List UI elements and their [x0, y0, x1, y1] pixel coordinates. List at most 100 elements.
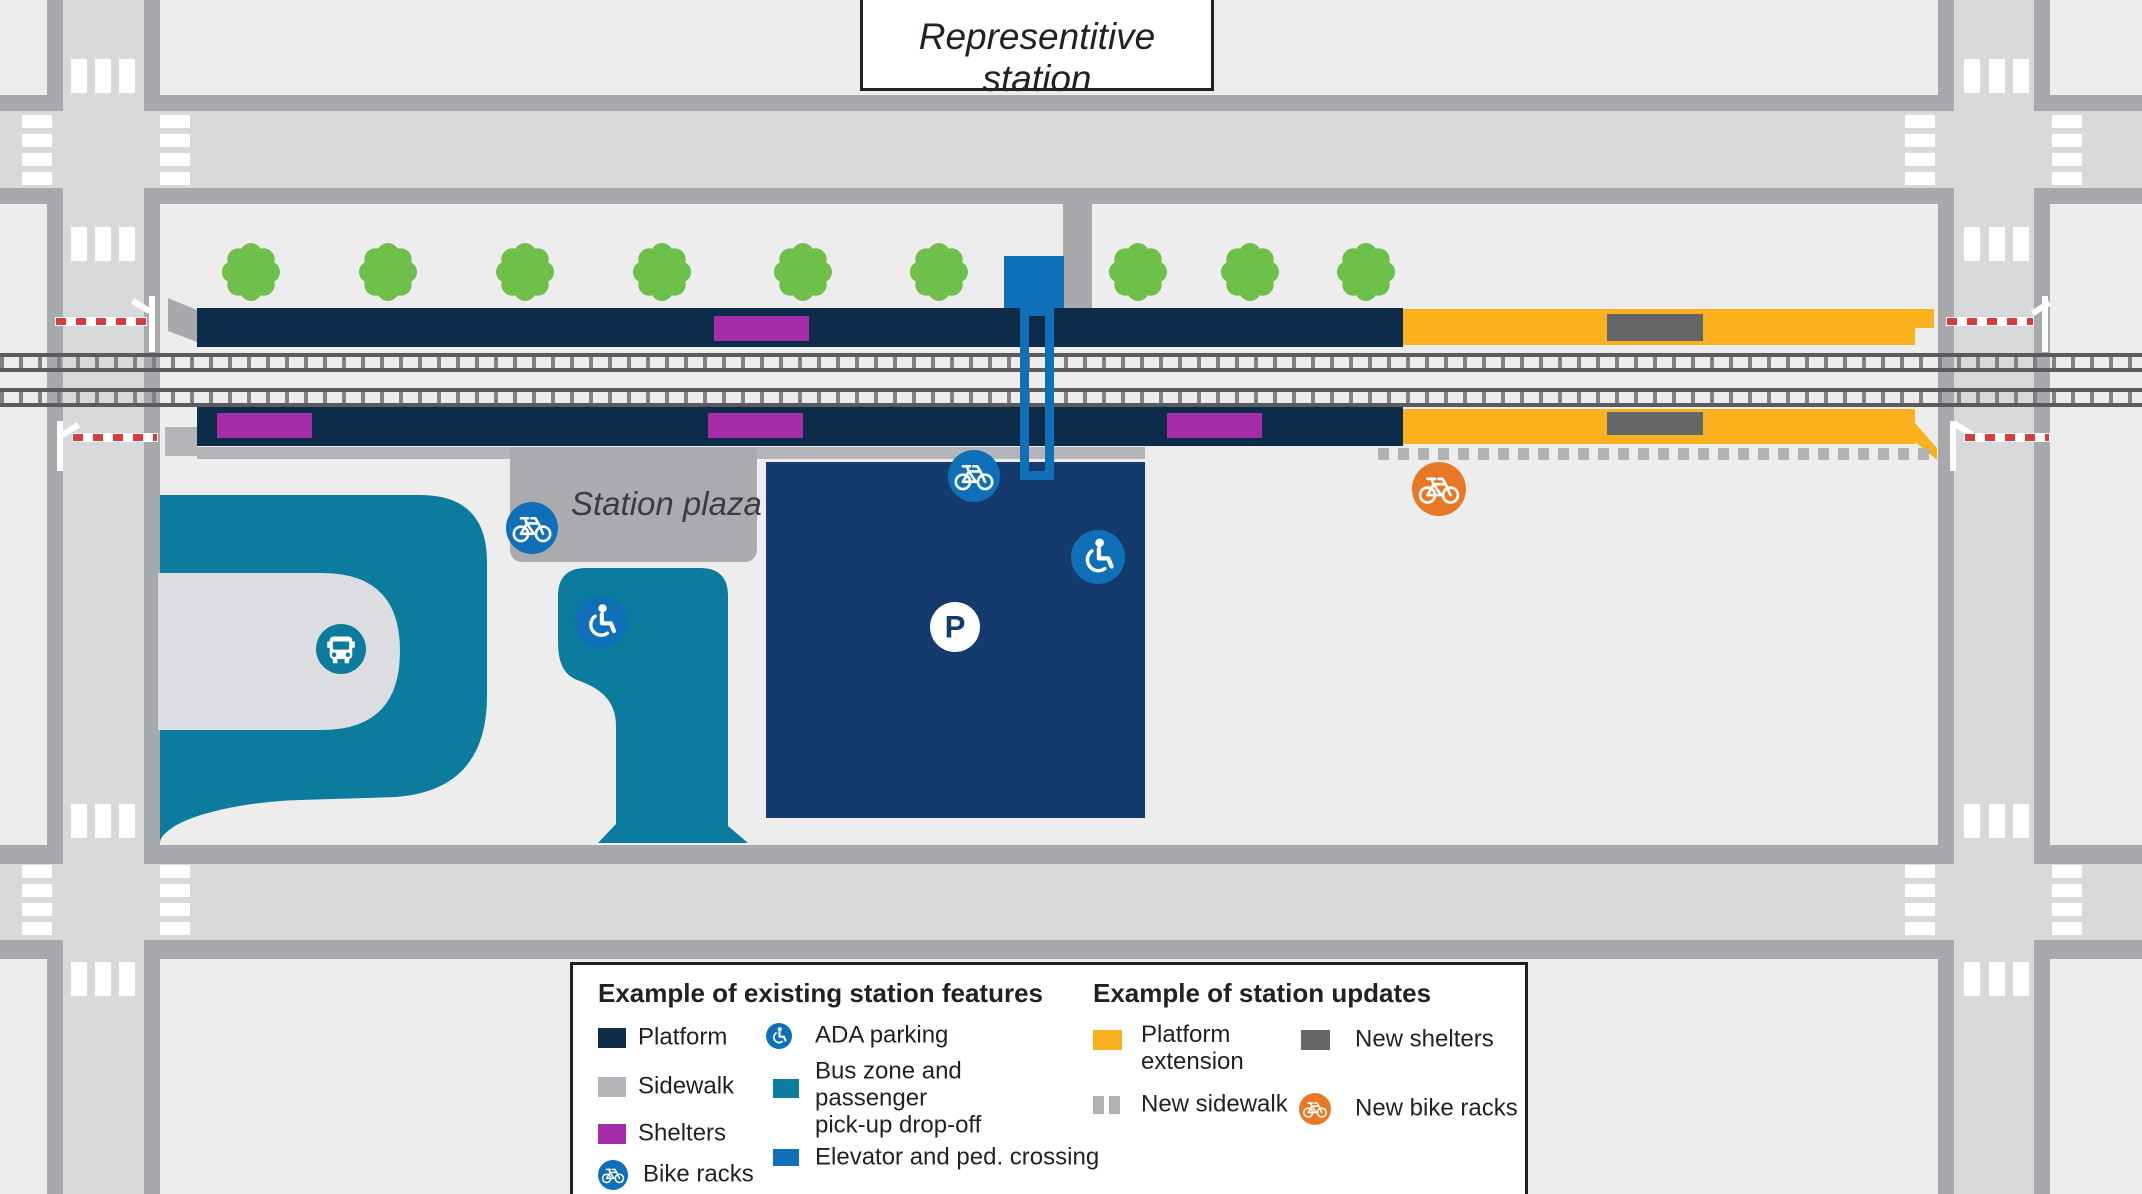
legend-item-label: New shelters	[1355, 1025, 1494, 1053]
tree-icon	[359, 243, 417, 301]
crosswalk-bar	[2052, 172, 2082, 185]
crosswalk-bar	[160, 903, 190, 916]
crosswalk-bar	[2052, 153, 2082, 166]
crosswalk-bar	[2013, 227, 2029, 261]
crosswalk-bar	[95, 59, 111, 93]
legend-swatch	[598, 1028, 626, 1048]
legend-swatch	[773, 1149, 799, 1166]
crosswalk-bar	[71, 227, 87, 261]
crosswalk-bar	[1964, 962, 1980, 996]
legend-swatch	[598, 1124, 626, 1144]
crosswalk-bar	[160, 922, 190, 935]
sidewalk-ramp	[168, 298, 197, 342]
legend-swatch	[1301, 1030, 1330, 1050]
crosswalk-bar	[160, 865, 190, 878]
road-edge	[2034, 959, 2050, 1194]
new-bike-racks-icon	[1299, 1093, 1331, 1125]
crosswalk-bar	[2013, 962, 2029, 996]
railroad-track-south	[0, 388, 2142, 407]
crosswalk-bar	[1964, 227, 1980, 261]
crosswalk-bar	[1905, 134, 1935, 147]
tree-icon	[496, 243, 554, 301]
road-edge	[144, 95, 1954, 111]
legend-item-label: Platform	[638, 1023, 728, 1051]
crosswalk-bar	[1964, 804, 1980, 838]
road-edge	[2034, 0, 2050, 95]
crosswalk-bar	[1989, 59, 2005, 93]
legend-item-label: Shelters	[638, 1119, 727, 1147]
map-title-box: Representitive station	[860, 0, 1214, 99]
crosswalk-bar	[1905, 865, 1935, 878]
tree-icon	[1337, 243, 1395, 301]
crosswalk-bar	[1964, 59, 1980, 93]
crosswalk-bar	[22, 865, 52, 878]
crossing-gate-bar	[1946, 317, 2034, 326]
platform-extension-north-step	[1915, 309, 1934, 328]
new-sidewalk-dashes	[1378, 448, 1930, 460]
shelter	[1167, 413, 1262, 438]
legend-dash-swatch	[1093, 1096, 1120, 1114]
road-edge	[2034, 95, 2142, 111]
crosswalk-bar	[1989, 962, 2005, 996]
ped-crossing-outline	[1020, 307, 1054, 480]
legend-item-label: Bike racks	[643, 1160, 754, 1188]
crosswalk-bar	[119, 227, 135, 261]
road-edge	[2034, 188, 2142, 204]
bus-zone-island-cap	[158, 573, 400, 730]
ada-parking-icon	[766, 1023, 792, 1049]
sidewalk-connector	[1063, 204, 1092, 308]
tree-icon	[222, 243, 280, 301]
road-edge	[144, 959, 160, 1194]
road-edge	[144, 940, 1954, 959]
legend: Example of existing station features Exa…	[570, 962, 1528, 1194]
crosswalk-bar	[2013, 804, 2029, 838]
legend-item-label: Elevator and ped. crossing	[815, 1143, 1100, 1171]
legend-swatch	[773, 1079, 799, 1098]
crosswalk-bar	[119, 804, 135, 838]
crosswalk-bar	[2052, 922, 2082, 935]
crosswalk-bar	[2052, 865, 2082, 878]
sidewalk-stub	[165, 427, 197, 456]
crosswalk-bar	[1905, 884, 1935, 897]
elevator	[1004, 256, 1064, 308]
ada-parking-icon	[575, 596, 627, 648]
crosswalk-bar	[2052, 884, 2082, 897]
crosswalk-bar	[1905, 115, 1935, 128]
legend-item-label: New sidewalk	[1141, 1090, 1288, 1118]
road-edge	[0, 188, 63, 204]
road-top	[0, 95, 2142, 204]
crossing-gate-post	[57, 421, 63, 471]
crossing-gate-bar	[1964, 433, 2050, 442]
crosswalk-bar	[95, 227, 111, 261]
trees	[222, 243, 1395, 301]
crosswalk-bar	[160, 153, 190, 166]
crossing-gate-bar	[72, 433, 158, 442]
road-edge	[144, 0, 160, 95]
road-edge	[144, 188, 1954, 204]
road-edge	[144, 845, 1954, 864]
crosswalk-bar	[71, 59, 87, 93]
crosswalk-bar	[1989, 804, 2005, 838]
road-edge	[1938, 0, 1954, 95]
shelter	[217, 413, 312, 438]
road-edge	[0, 845, 63, 864]
tree-icon	[1221, 243, 1279, 301]
crosswalk-bar	[22, 153, 52, 166]
new-bike-racks-icon	[1412, 462, 1466, 516]
bus-icon	[316, 624, 366, 674]
bike-racks-icon	[948, 450, 1000, 502]
shelter	[714, 316, 809, 341]
crosswalk-bar	[71, 962, 87, 996]
legend-item-label: ADA parking	[815, 1021, 949, 1049]
legend-existing-heading: Example of existing station features	[598, 978, 1044, 1008]
legend-swatch	[598, 1077, 626, 1097]
crosswalk-bar	[2052, 903, 2082, 916]
road-edge	[0, 940, 63, 959]
ada-parking-icon	[1071, 530, 1125, 584]
crossing-gate-bar	[55, 317, 147, 326]
crosswalk-bar	[160, 172, 190, 185]
crosswalk-bar	[22, 922, 52, 935]
crossing-gate-post	[1950, 421, 1956, 471]
